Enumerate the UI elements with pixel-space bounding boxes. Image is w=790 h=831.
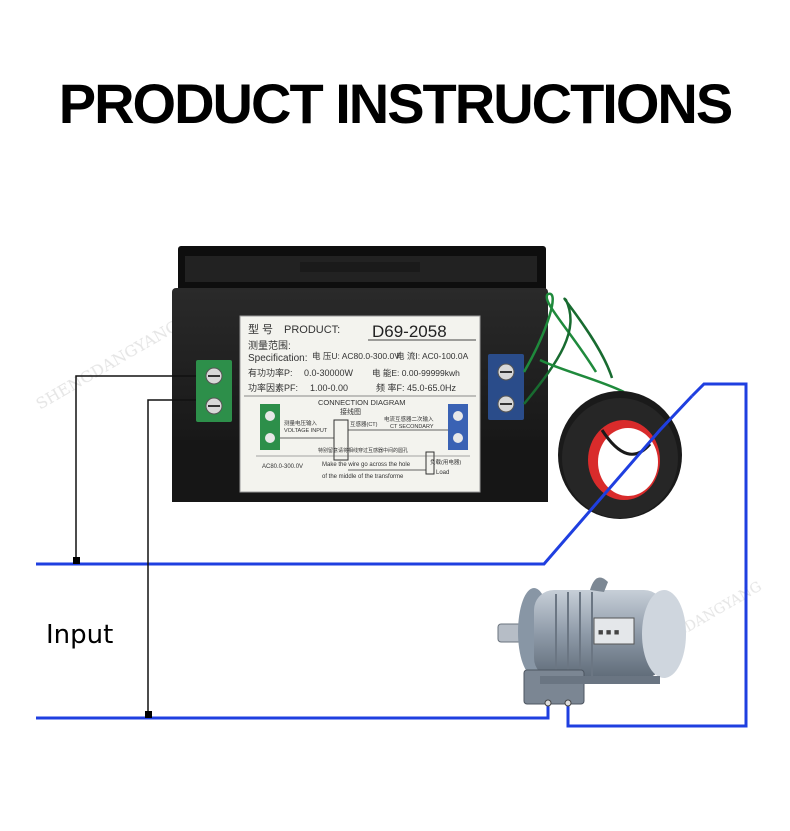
label-spec-cn: 测量范围: xyxy=(248,339,291,352)
label-voltage-input: VOLTAGE INPUT xyxy=(284,428,328,434)
svg-text:SHENGDANGYANG: SHENGDANGYANG xyxy=(33,316,183,413)
label-pf-cn: 功率因素PF: xyxy=(248,382,298,393)
ct-terminal-block xyxy=(488,354,524,420)
motor: ■ ■ ■ xyxy=(497,577,686,707)
voltage-terminal-block xyxy=(196,360,232,422)
meter: 型 号 PRODUCT: D69-2058 测量范围: Specificatio… xyxy=(172,246,548,502)
label-range-note: AC80.0-300.0V xyxy=(262,464,303,470)
label-ct-secondary: CT SECONDARY xyxy=(390,424,434,430)
label-energy: 电 能E: 0.00-99999kwh xyxy=(372,368,460,378)
inner-connection-diagram xyxy=(256,404,470,475)
label-model-cn: 型 号 xyxy=(248,322,273,336)
current-transformer xyxy=(558,391,682,519)
input-label: Input xyxy=(46,620,114,650)
svg-text:■ ■ ■: ■ ■ ■ xyxy=(598,627,619,637)
label-power-cn: 有功功率P: xyxy=(248,367,293,378)
motor-terminal-box xyxy=(523,669,585,705)
label-load-cn: 负载(用电器) xyxy=(430,458,461,466)
label-power-value: 0.0-30000W xyxy=(304,368,354,378)
label-freq: 频 率F: 45.0-65.0Hz xyxy=(376,382,457,393)
voltage-sense-wires xyxy=(75,375,196,714)
junction-dot xyxy=(145,711,152,718)
label-model-en: PRODUCT: xyxy=(284,324,340,336)
label-ct-secondary-cn: 电流互感器二次输入 xyxy=(384,415,434,423)
label-diagram-title: CONNECTION DIAGRAM xyxy=(318,398,406,407)
junction-dot xyxy=(73,557,80,564)
label-ct-cn: 互感器(CT) xyxy=(350,420,378,428)
label-diagram-title-cn: 接线图 xyxy=(340,407,361,416)
label-wire-note-2: of the middle of the transforme xyxy=(322,474,404,480)
label-model-value: D69-2058 xyxy=(372,322,447,341)
label-load: Load xyxy=(436,470,449,476)
label-wire-note-1: Make the wire go across the hole xyxy=(322,462,411,468)
label-spec-en: Specification: xyxy=(248,353,307,364)
label-wire-cn: 特别留意请将相线穿过互感器中间的圆孔 xyxy=(318,447,408,454)
label-voltage-input-cn: 测量电压输入 xyxy=(284,419,318,427)
page-title: PRODUCT INSTRUCTIONS xyxy=(58,72,733,135)
neutral-line xyxy=(36,700,550,720)
motor-nameplate xyxy=(593,617,635,645)
label-voltage: 电 压U: AC80.0-300.0V xyxy=(312,351,400,361)
live-line xyxy=(36,394,694,566)
ct-lead-wires xyxy=(522,292,625,405)
label-current: 电 流I: AC0-100.0A xyxy=(396,351,469,361)
label-pf-value: 1.00-0.00 xyxy=(310,383,348,393)
